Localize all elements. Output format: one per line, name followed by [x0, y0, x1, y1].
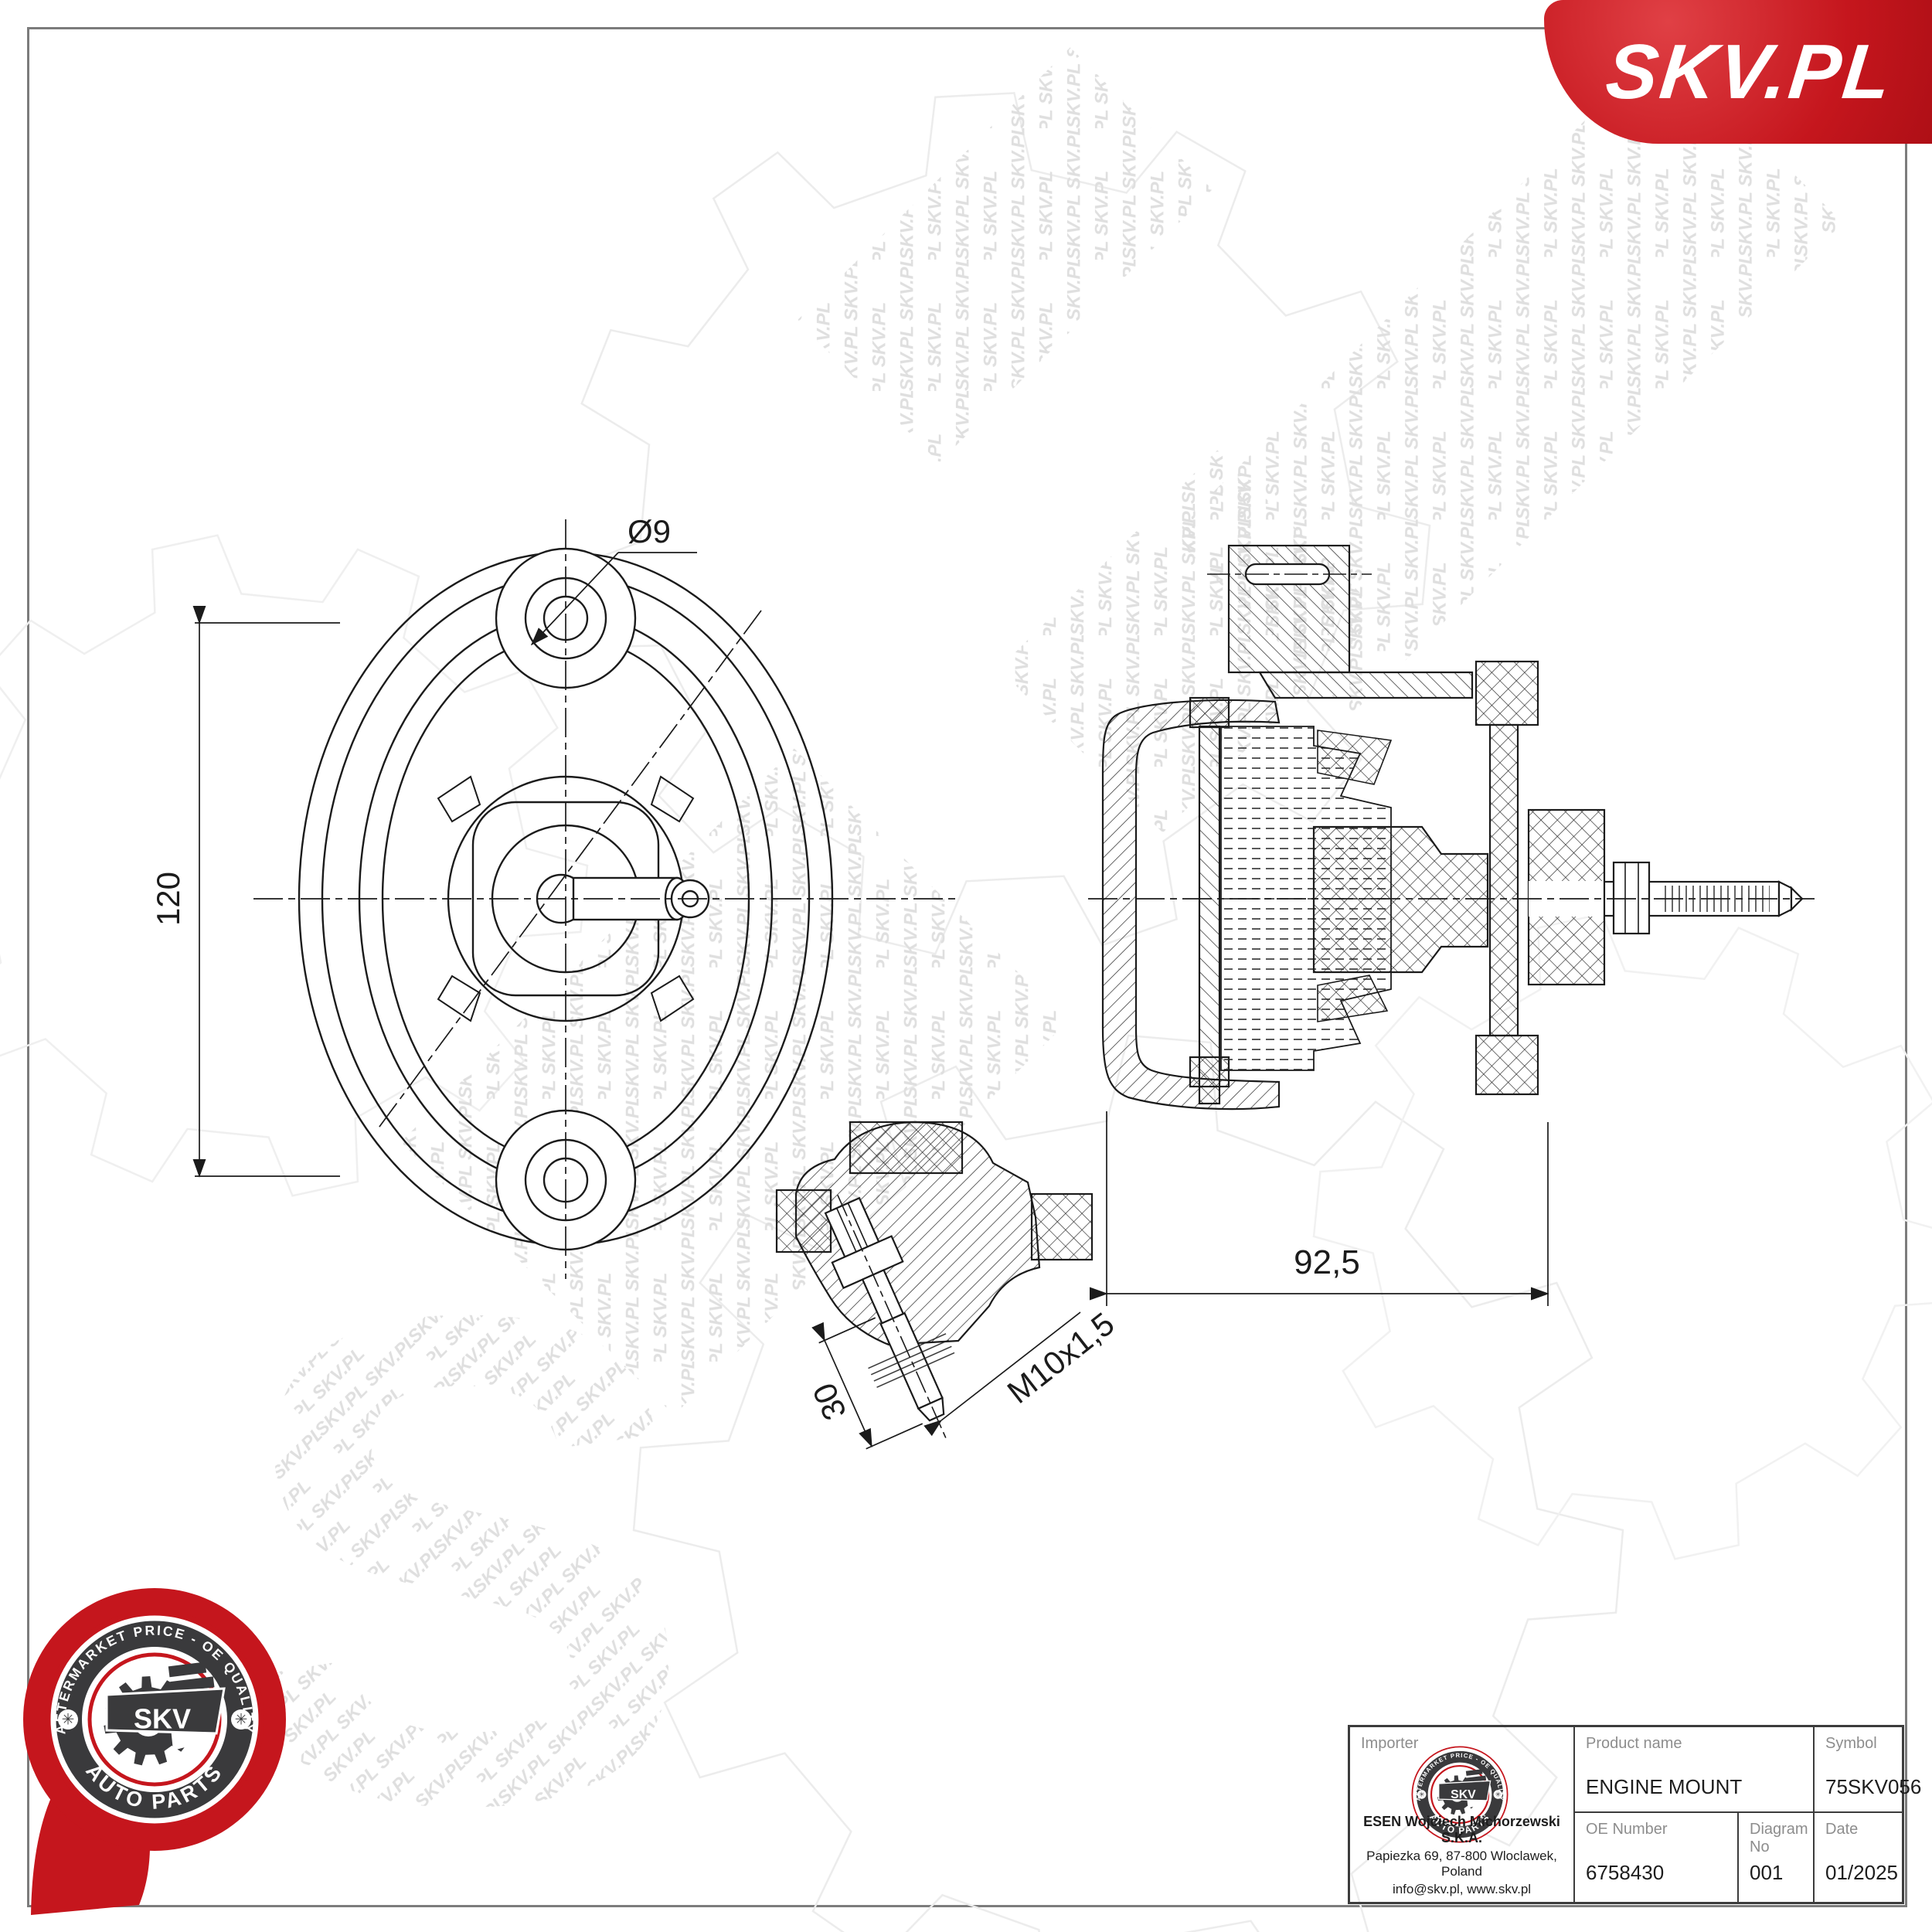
watermark-gear: [1312, 913, 1932, 1560]
importer-name: ESEN Wojciech Michorzewski S.K.A.: [1363, 1814, 1560, 1845]
bolt-detail: 30: [775, 1121, 1094, 1450]
importer-label: Importer: [1361, 1735, 1419, 1752]
side-view: [1088, 544, 1815, 1111]
importer-address: Papiezka 69, 87-800 Wloclawek, Poland: [1366, 1849, 1557, 1879]
diagram-value: 001: [1750, 1861, 1784, 1884]
stamp-area: [23, 1588, 286, 1915]
title-block: Importer ESEN Wojciech Michorzewski S.K.…: [1348, 1725, 1921, 1904]
dim-92-5-label: 92,5: [1294, 1243, 1360, 1281]
brand-text: SKV.PL: [1602, 28, 1897, 115]
date-cell: Date 01/2025: [1813, 1811, 1902, 1903]
watermark-layer: S: [0, 43, 1932, 1932]
diagram-label: Diagram No: [1750, 1821, 1808, 1855]
date-label: Date: [1825, 1821, 1859, 1838]
product-cell: Product name ENGINE MOUNT: [1573, 1727, 1813, 1811]
symbol-label: Symbol: [1825, 1735, 1877, 1752]
oe-label: OE Number: [1586, 1821, 1668, 1838]
oe-number-cell: OE Number 6758430: [1573, 1811, 1737, 1903]
watermark-band: [797, 47, 1213, 463]
dim-30-label: 30: [805, 1378, 853, 1426]
importer-text: ESEN Wojciech Michorzewski S.K.A. Papiez…: [1353, 1814, 1570, 1897]
symbol-value: 75SKV056: [1825, 1775, 1922, 1798]
oe-value: 6758430: [1586, 1861, 1665, 1884]
page-frame: [27, 27, 1907, 1907]
watermark-gear: [565, 92, 1431, 955]
dim-120-label: 120: [150, 872, 186, 926]
dimension-diameter-9: [530, 552, 697, 646]
importer-cell: Importer ESEN Wojciech Michorzewski S.K.…: [1350, 1727, 1573, 1903]
importer-contact: info@skv.pl, www.skv.pl: [1392, 1882, 1532, 1896]
product-value: ENGINE MOUNT: [1586, 1775, 1743, 1798]
product-label: Product name: [1586, 1735, 1682, 1752]
symbol-cell: Symbol 75SKV056: [1813, 1727, 1921, 1811]
brand-badge: SKV.PL: [1544, 0, 1932, 144]
watermark-gear: [632, 1034, 1624, 1932]
dim-diameter-label: Ø9: [628, 513, 671, 549]
diagram-no-cell: Diagram No 001: [1737, 1811, 1813, 1903]
date-value: 01/2025: [1825, 1861, 1898, 1884]
dimension-92-5: [1089, 1111, 1549, 1306]
front-view: [253, 519, 957, 1279]
dimension-120: [192, 605, 340, 1178]
dim-m10-label: M10x1,5: [1001, 1305, 1121, 1410]
